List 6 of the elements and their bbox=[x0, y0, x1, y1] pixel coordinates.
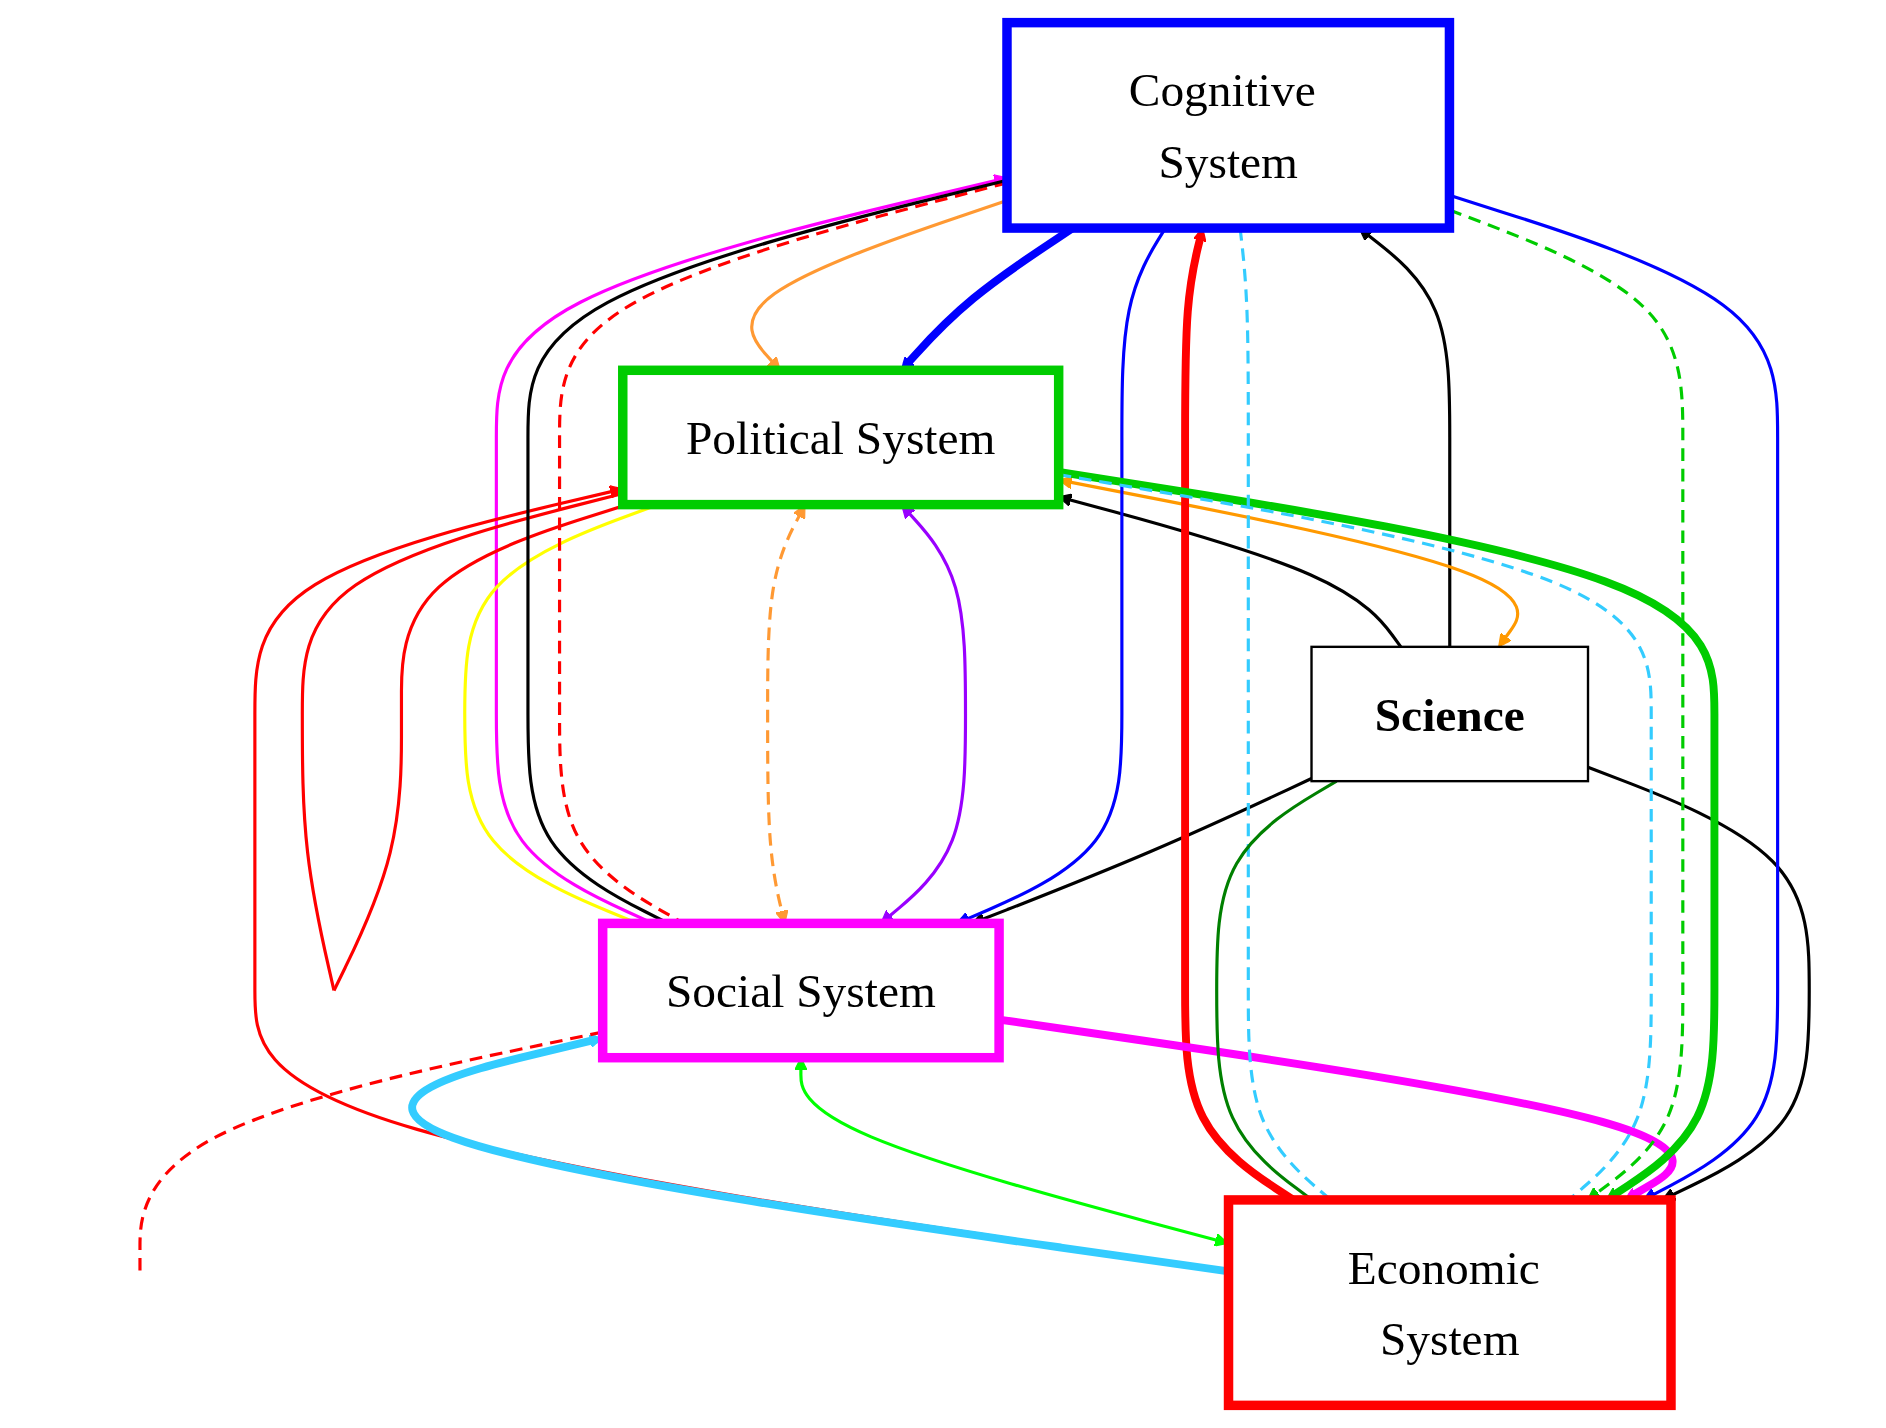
diagram: Cognitive System Political System Science Social System Economic System bbox=[10, 10, 1876, 1418]
node-box bbox=[1310, 645, 1590, 783]
node-box bbox=[597, 918, 1004, 1063]
node-box bbox=[1002, 17, 1455, 233]
node-box bbox=[1223, 1195, 1676, 1411]
node-box bbox=[618, 365, 1064, 510]
